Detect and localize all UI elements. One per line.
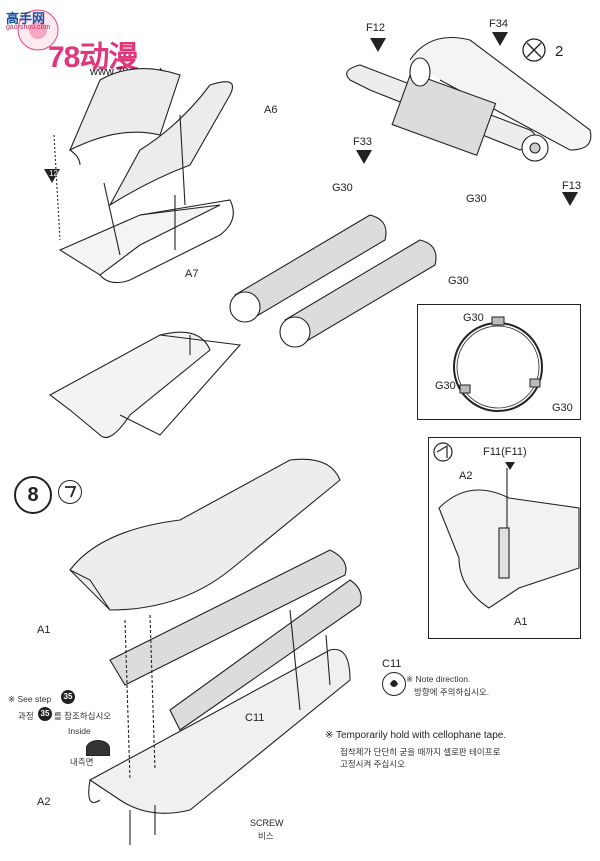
fuselage-exploded-drawing [69,458,362,845]
note-direction-text: Note direction. [415,674,471,684]
part-badge-12 [44,169,60,183]
label-g30-2: G30 [466,193,487,205]
temp-hold-text: Temporarily hold with cellophane tape. [336,730,507,741]
f11-drawing [433,442,580,609]
see-step-badge-kr: 35 [38,707,52,721]
label-g30-detail-right: G30 [552,402,573,414]
part-badge-17a [370,38,386,52]
see-step-text: See step [17,694,52,704]
label-f13: F13 [562,180,581,192]
part-badge-17c [356,150,372,164]
watermark-logo: 78动漫 [48,41,138,74]
a6-a7-exploded-drawing [44,68,234,284]
badge-12-text: 12 [49,169,58,178]
label-a6: A6 [264,104,278,116]
label-a7: A7 [185,268,199,280]
glue-icon [58,480,82,504]
label-g30-detail-top: G30 [463,312,484,324]
note-direction-icon [382,672,406,696]
temp-hold-kr-2: 고정시켜 주십시오 [340,759,405,769]
part-badge-17b [492,32,508,46]
label-g30-1: G30 [332,182,353,194]
watermark-brand: 高手网 [6,11,46,26]
twin-engine-drawing [48,214,437,439]
label-a1-detail: A1 [514,616,528,628]
label-a2: A2 [37,796,51,808]
see-step-badge: 35 [61,690,75,704]
label-g30-3: G30 [448,275,469,287]
see-step-kr-post: 를 참조하십시오 [54,711,112,721]
inside-icon [86,740,110,756]
label-f12: F12 [366,22,385,34]
see-step-kr-pre: 과정 [18,711,34,721]
bullet-mark-2: ※ [406,674,414,684]
label-f11: F11(F11) [483,446,527,458]
label-a1: A1 [37,624,51,636]
temp-hold-kr-1: 접착제가 단단히 굳을 때까지 셀로판 테이프로 [340,747,501,757]
times-two-mark [522,38,546,62]
part-badge-8 [562,192,578,206]
label-f33: F33 [353,136,372,148]
screw-label-kr: 비스 [258,831,274,841]
label-f34: F34 [489,18,508,30]
watermark-graphic [17,9,59,51]
label-c11-right: C11 [382,658,402,670]
clamp-detail-box [417,304,581,420]
label-a2-detail: A2 [459,470,473,482]
note-direction-kr: 방향에 주의하십시오. [414,687,490,697]
inside-label: Inside [68,726,91,736]
f11-detail-box [428,437,581,639]
label-g30-detail-left: G30 [435,380,456,392]
watermark-domain: gao-shou.com [6,24,51,31]
clamp-ring-drawing [453,316,543,412]
bullet-mark-3: ※ [325,730,334,741]
engine-tube-drawing [346,32,592,206]
screw-label: SCREW [250,818,284,828]
bullet-mark: ※ [8,694,16,704]
times-two-label: 2 [555,43,564,60]
step-8-number: 8 [14,476,52,514]
label-c11-mid: C11 [245,712,265,724]
inside-label-kr: 내측면 [70,757,94,767]
